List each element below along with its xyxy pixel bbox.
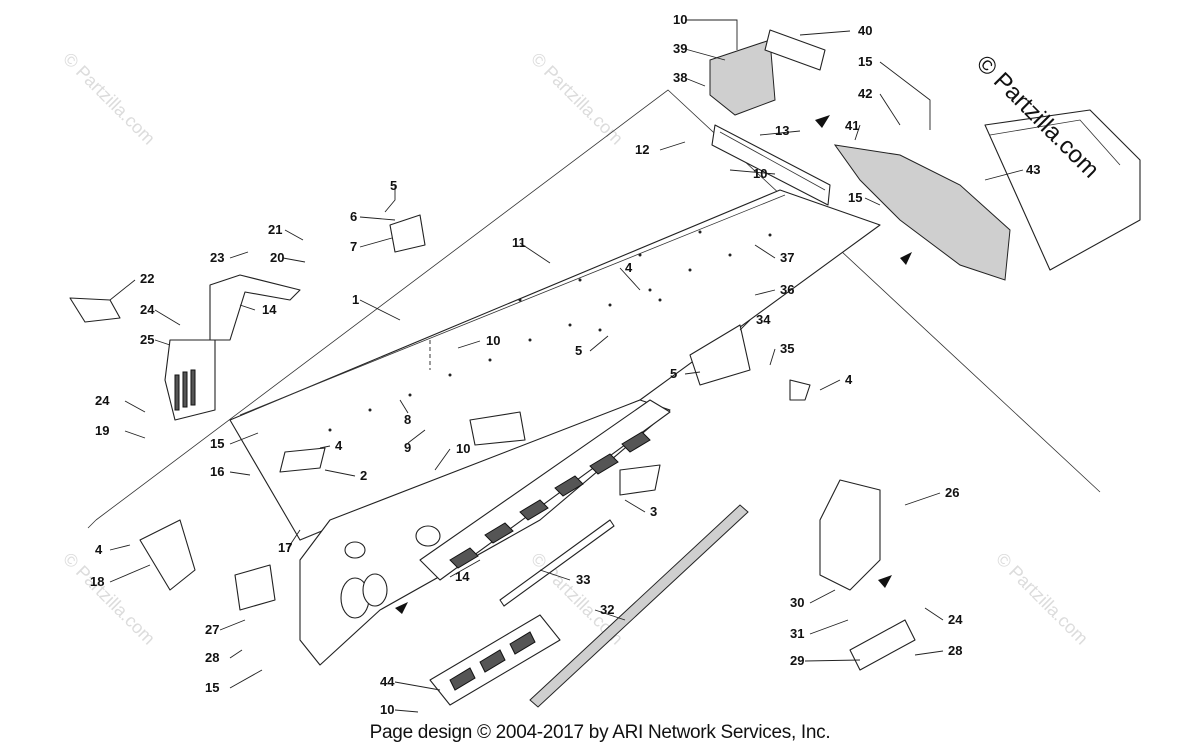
callout-label: 18	[90, 574, 104, 589]
callout-label: 10	[380, 702, 394, 717]
callout-label: 43	[1026, 162, 1040, 177]
watermark-2: © Partzilla.com	[527, 49, 627, 149]
callout-label: 34	[756, 312, 771, 327]
callout-label: 2	[360, 468, 367, 483]
callout-label: 6	[350, 209, 357, 224]
callout-label: 15	[210, 436, 224, 451]
callout-label: 26	[945, 485, 959, 500]
copyright-footer: Page design © 2004-2017 by ARI Network S…	[369, 722, 831, 743]
callout-label: 15	[858, 54, 872, 69]
foot-plate	[429, 614, 561, 706]
callout-label: 40	[858, 23, 872, 38]
callout-label: 12	[635, 142, 649, 157]
callout-label: 13	[775, 123, 789, 138]
rear-bar	[711, 124, 831, 206]
callout-label: 24	[95, 393, 110, 408]
callout-label: 41	[845, 118, 859, 133]
callout-label: 35	[780, 341, 794, 356]
callout-label: 38	[673, 70, 687, 85]
callout-label: 16	[210, 464, 224, 479]
callout-label: 37	[780, 250, 794, 265]
callout-label: 10	[753, 166, 767, 181]
callout-label: 4	[845, 372, 853, 387]
callout-label: 11	[512, 235, 526, 250]
callout-label: 24	[948, 612, 963, 627]
callout-label: 4	[95, 542, 103, 557]
leader-lines	[109, 19, 1024, 713]
callout-label: 39	[673, 41, 687, 56]
callout-label: 33	[576, 572, 590, 587]
callout-label: 42	[858, 86, 872, 101]
callout-label: 27	[205, 622, 219, 637]
rear-tail	[833, 109, 1141, 281]
watermark-3: © Partzilla.com	[59, 549, 159, 649]
assembly-bracket	[87, 89, 1101, 529]
callout-label: 5	[575, 343, 582, 358]
callout-label: 36	[780, 282, 794, 297]
callout-label: 10	[456, 441, 470, 456]
callout-label: 28	[205, 650, 219, 665]
callout-label: 14	[262, 302, 277, 317]
left-bracket	[69, 274, 301, 421]
running-board	[419, 399, 671, 581]
callout-label: 5	[390, 178, 397, 193]
callout-label: 19	[95, 423, 109, 438]
callout-label: 10	[673, 12, 687, 27]
callout-label: 10	[486, 333, 500, 348]
callout-label: 22	[140, 271, 154, 286]
callout-label: 31	[790, 626, 804, 641]
callout-label: 44	[380, 674, 395, 689]
callout-label: 5	[670, 366, 677, 381]
callout-label: 28	[948, 643, 962, 658]
callout-label: 1	[352, 292, 359, 307]
callout-label: 4	[335, 438, 343, 453]
direction-arrows	[395, 115, 912, 614]
callout-label: 21	[268, 222, 282, 237]
callout-label: 15	[848, 190, 862, 205]
callout-label: 9	[404, 440, 411, 455]
callout-label: 3	[650, 504, 657, 519]
callout-label: 14	[455, 569, 470, 584]
callout-label: 23	[210, 250, 224, 265]
callout-label: 20	[270, 250, 284, 265]
watermark-1: © Partzilla.com	[59, 49, 159, 149]
callout-label: 17	[278, 540, 292, 555]
callout-label: 25	[140, 332, 154, 347]
misc-brackets	[139, 29, 916, 671]
callout-label: 7	[350, 239, 357, 254]
watermark-5: © Partzilla.com	[992, 549, 1092, 649]
callout-label: 8	[404, 412, 411, 427]
callout-label: 4	[625, 260, 633, 275]
callout-label: 15	[205, 680, 219, 695]
rails	[499, 504, 749, 708]
callout-label: 29	[790, 653, 804, 668]
callout-label: 24	[140, 302, 155, 317]
callout-label: 32	[600, 602, 614, 617]
callout-label: 30	[790, 595, 804, 610]
